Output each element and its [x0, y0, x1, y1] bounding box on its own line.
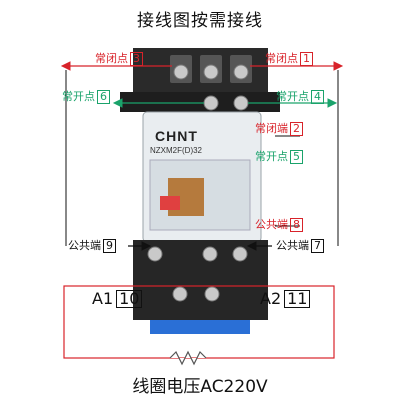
terminal-screws-top [170, 55, 252, 111]
coil-voltage-label: 线圈电压AC220V [132, 377, 268, 397]
no-arrows [112, 98, 338, 108]
relay-brand-logo: CHNT [155, 128, 198, 144]
leader-lines [65, 70, 339, 251]
relay-indicator [160, 196, 180, 210]
coil-circuit [63, 285, 335, 366]
nc-arrows [60, 61, 344, 71]
din-clip [150, 320, 250, 334]
socket-ledge [120, 92, 280, 112]
terminal-screws-bottom [147, 246, 248, 302]
relay-model-text: NZXM2F(D)32 [150, 146, 203, 155]
diagram-title: 接线图按需接线 [137, 11, 263, 31]
